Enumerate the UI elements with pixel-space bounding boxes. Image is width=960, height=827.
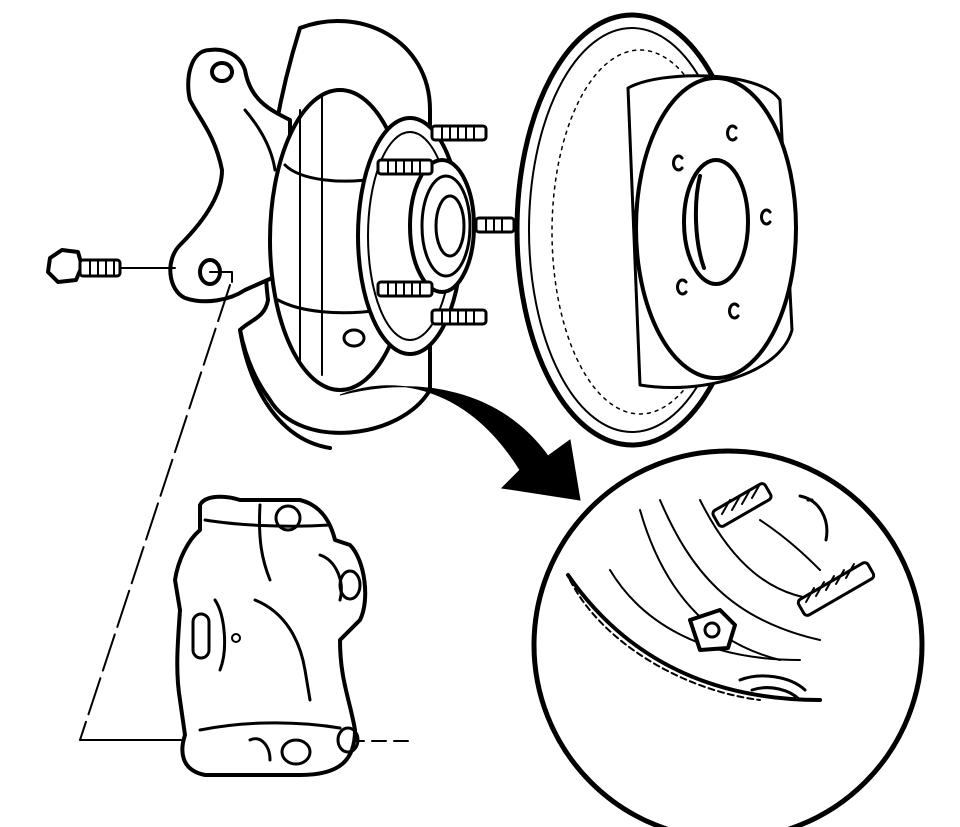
detail-hub-lug	[688, 608, 807, 702]
callout-arrow	[339, 385, 581, 501]
steering-knuckle	[168, 47, 292, 304]
brake-caliper-bracket	[173, 494, 368, 777]
wheel-stud	[474, 216, 516, 234]
wheel-stud	[376, 158, 434, 176]
mounting-bolt	[46, 248, 176, 284]
wheel-stud	[376, 280, 434, 298]
wheel-stud	[430, 124, 488, 142]
rotor-stud-holes	[672, 124, 772, 320]
wheel-studs	[376, 124, 516, 326]
detail-wheel-stud	[711, 482, 773, 528]
detail-wheel-stud	[796, 561, 876, 617]
leader-lines	[79, 271, 411, 742]
detail-shield-edge	[566, 499, 831, 702]
wheel-hub-bearing	[268, 88, 476, 392]
wheel-stud	[430, 308, 488, 326]
brake-rotor	[514, 12, 798, 448]
detail-magnifier	[531, 448, 925, 827]
